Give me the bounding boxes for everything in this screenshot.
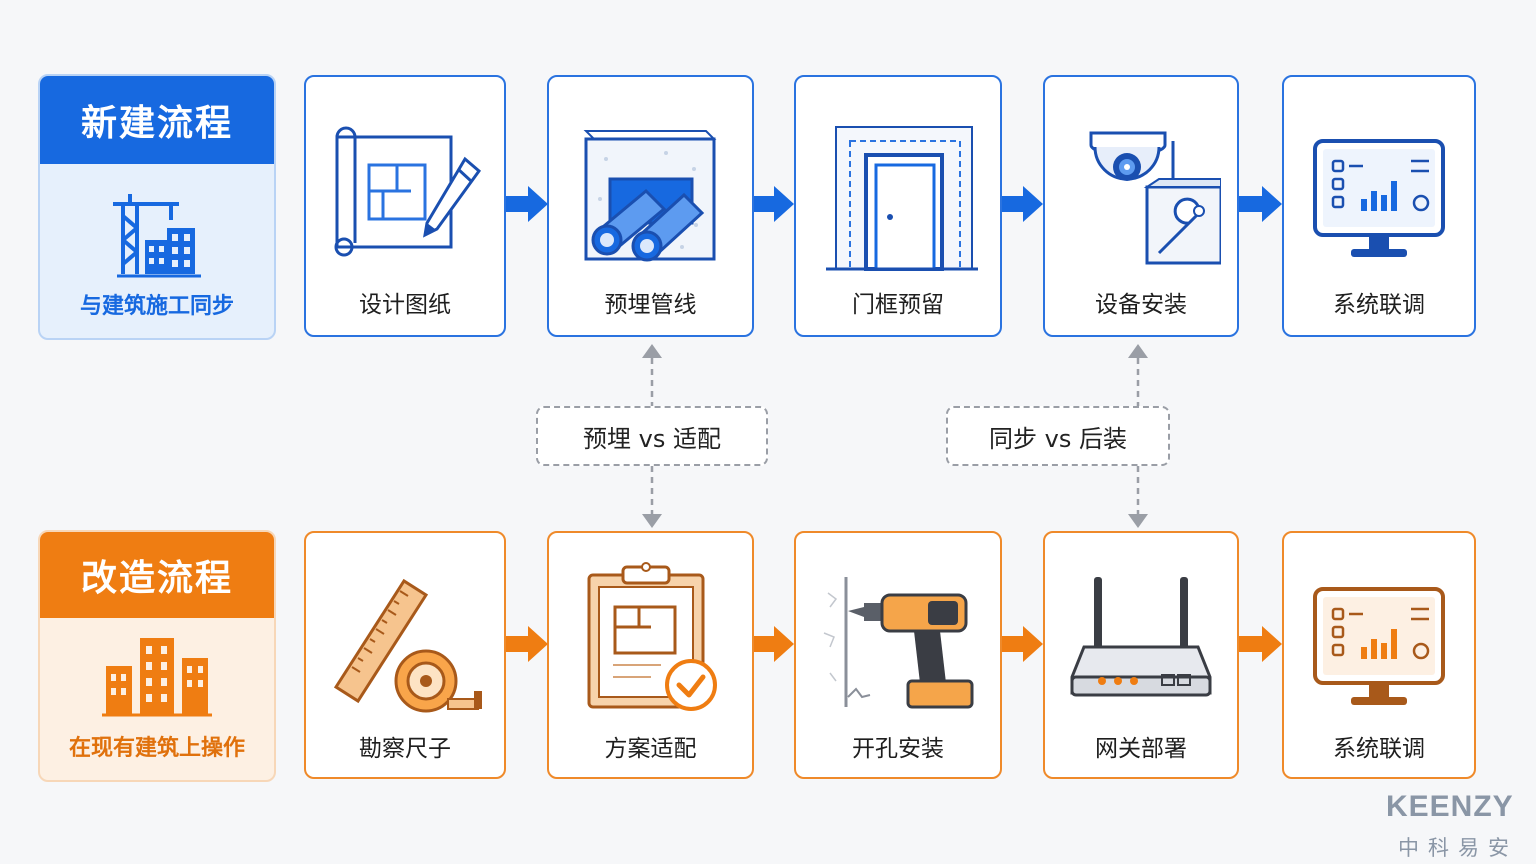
brand-logo-text: KEENZY (1386, 790, 1514, 823)
step-label: 设备安装 (1095, 292, 1187, 318)
step-system-debug: 系统联调 (1282, 75, 1476, 337)
arrow-right-icon (754, 186, 794, 222)
comparison-sync-vs-post: 同步 vs 后装 (946, 406, 1170, 466)
step-device-install: 设备安装 (1043, 75, 1239, 337)
step-plan-adapt: 方案适配 (547, 531, 754, 779)
monitor-dashboard-icon (1313, 587, 1445, 705)
arrow-right-icon (1002, 626, 1043, 662)
new-flow-panel: 新建流程 与建筑施工同步 (38, 74, 276, 340)
monitor-dashboard-icon (1313, 139, 1445, 257)
step-label: 门框预留 (852, 292, 944, 318)
arrow-right-icon (1239, 186, 1282, 222)
clipboard-plan-icon (587, 562, 717, 711)
step-label: 开孔安装 (852, 736, 944, 762)
step-design-drawings: 设计图纸 (304, 75, 506, 337)
step-label: 预埋管线 (604, 292, 697, 318)
dashed-connector-up (642, 344, 662, 406)
dashed-connector-down (1128, 466, 1148, 528)
door-frame-icon (826, 126, 978, 271)
new-flow-subtitle: 与建筑施工同步 (79, 294, 234, 319)
step-label: 方案适配 (604, 736, 697, 762)
step-gateway-deploy: 网关部署 (1043, 531, 1239, 779)
brand-cn-text: 中科易安 (1398, 836, 1518, 860)
retrofit-flow-subtitle: 在现有建筑上操作 (68, 736, 245, 761)
arrow-right-icon (1239, 626, 1282, 662)
comparison-embed-vs-adapt: 预埋 vs 适配 (536, 406, 768, 466)
new-flow-title: 新建流程 (40, 76, 274, 164)
step-door-frame: 门框预留 (794, 75, 1002, 337)
arrow-right-icon (1002, 186, 1043, 222)
dashed-connector-up (1128, 344, 1148, 406)
ruler-tape-icon (333, 578, 482, 713)
router-icon (1070, 577, 1212, 697)
step-label: 勘察尺子 (359, 736, 451, 762)
step-embedded-pipes: 预埋管线 (547, 75, 754, 337)
step-label: 系统联调 (1333, 292, 1425, 318)
step-label: 网关部署 (1095, 736, 1187, 762)
construction-crane-icon (113, 194, 201, 278)
arrow-right-icon (506, 186, 548, 222)
arrow-right-icon (506, 626, 548, 662)
embedded-pipes-icon (583, 130, 716, 262)
drill-icon (823, 577, 974, 709)
dashed-connector-down (642, 466, 662, 528)
step-system-debug: 系统联调 (1282, 531, 1476, 779)
arrow-right-icon (754, 626, 794, 662)
retrofit-flow-panel: 改造流程 在现有建筑上操作 (38, 530, 276, 782)
step-drill-install: 开孔安装 (794, 531, 1002, 779)
step-label: 系统联调 (1333, 736, 1425, 762)
step-survey-ruler: 勘察尺子 (304, 531, 506, 779)
blueprint-pencil-icon (334, 126, 482, 257)
camera-device-icon (1089, 131, 1221, 265)
retrofit-flow-title: 改造流程 (40, 532, 274, 618)
buildings-icon (102, 638, 212, 717)
step-label: 设计图纸 (359, 292, 451, 318)
